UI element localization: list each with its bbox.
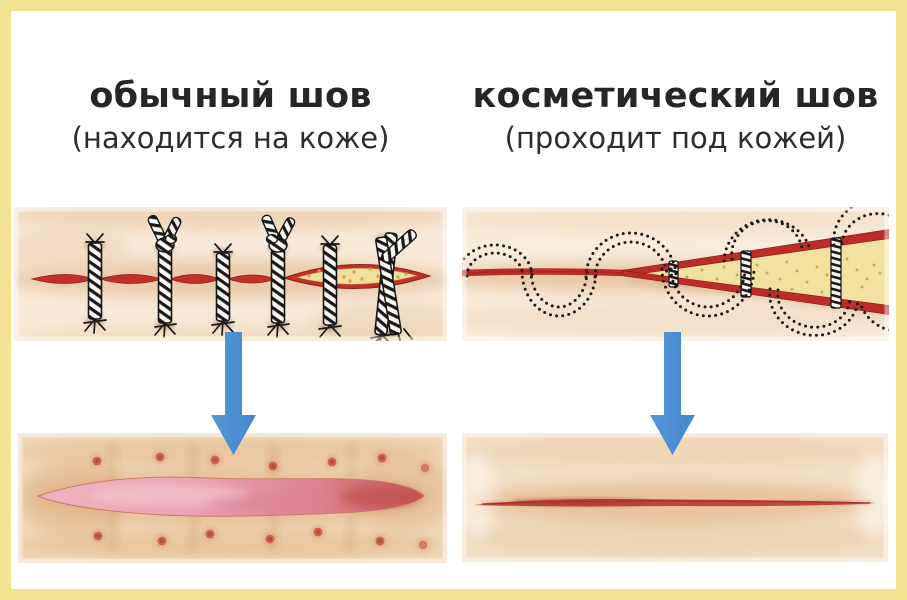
subcuticular-thread-loops [462, 207, 889, 337]
stitch-5 [318, 235, 342, 338]
dot-row-top [90, 450, 432, 475]
stitch-2 [147, 214, 182, 338]
stitch-4 [261, 214, 296, 338]
wide-scar [36, 476, 425, 517]
stitch-6 [370, 229, 418, 341]
cosmetic-suture-drawing [462, 207, 889, 341]
panel-regular-suture-scar [18, 433, 447, 563]
left-subtitle: (находится на коже) [71, 121, 390, 156]
panel-cosmetic-suture-skin [462, 207, 889, 341]
suture-mark-dots [90, 450, 432, 552]
panel-regular-suture-skin [14, 207, 447, 341]
left-title-block: обычный шов (находится на коже) [14, 76, 447, 156]
regular-suture-drawing [14, 207, 447, 341]
rough-scar-drawing [18, 433, 447, 563]
skin-blotches [462, 435, 888, 555]
stitch-1 [83, 233, 107, 334]
left-title: обычный шов [89, 76, 372, 116]
wound-edges [462, 229, 889, 315]
right-title-block: косметический шов (проходит под кожей) [462, 76, 889, 156]
right-subtitle: (проходит под кожей) [504, 121, 847, 156]
down-arrow-left-icon [211, 332, 256, 455]
dot-row-bottom [91, 525, 430, 552]
stitch-3 [211, 243, 235, 336]
suture-stitches [83, 214, 418, 341]
down-arrow-right-icon [650, 332, 695, 455]
closed-wound-line [30, 274, 278, 284]
right-title: косметический шов [472, 76, 879, 116]
thin-scar-line [474, 498, 876, 507]
